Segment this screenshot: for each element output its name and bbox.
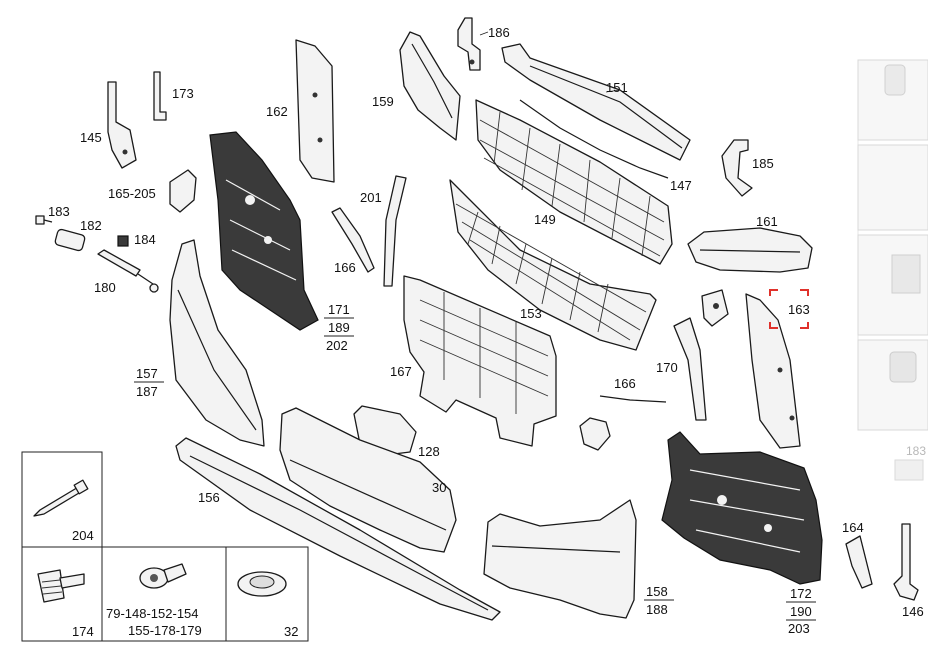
label-153: 153 [520,306,542,321]
label-165-205: 165-205 [108,186,156,201]
label-166-lower: 166 [614,376,636,391]
label-145: 145 [80,130,102,145]
label-162: 162 [266,104,288,119]
label-32: 32 [284,624,298,639]
part-161-trim[interactable] [687,227,813,273]
label-173: 173 [172,86,194,101]
label-187: 187 [136,384,158,399]
part-184-nut[interactable] [117,235,129,247]
part-173-clip[interactable] [153,71,167,121]
thumbnail-2[interactable] [857,144,928,231]
label-204: 204 [72,528,94,543]
label-189: 189 [328,320,350,335]
part-146-bracket[interactable] [893,523,919,601]
thumbnail-sidebar: 183 [857,59,928,481]
label-146: 146 [902,604,924,619]
part-166-wire-lower[interactable] [579,395,667,451]
part-163-side-piece[interactable] [745,293,801,449]
part-185-bracket[interactable] [721,139,753,197]
label-79-148-152-154: 79-148-152-154 [106,606,199,621]
part-30-bumper-center[interactable] [279,407,457,553]
label-190: 190 [790,604,812,619]
part-183-bolt[interactable] [35,215,53,225]
label-156: 156 [198,490,220,505]
label-188: 188 [646,602,668,617]
label-166-upper: 166 [334,260,356,275]
label-158: 158 [646,584,668,599]
part-186-bracket[interactable] [457,17,481,71]
label-174: 174 [72,624,94,639]
part-167-support[interactable] [403,275,557,447]
label-182: 182 [80,218,102,233]
part-clip-near-163[interactable] [701,289,729,327]
label-201: 201 [360,190,382,205]
hardware-box-174[interactable]: 174 [21,546,103,642]
label-157: 157 [136,366,158,381]
label-172: 172 [790,586,812,601]
part-171-frame[interactable] [209,131,319,331]
part-145-bracket[interactable] [107,81,137,169]
label-170: 170 [656,360,678,375]
part-157-bumper-side[interactable] [169,239,265,447]
label-151: 151 [606,80,628,95]
part-158-bumper-side[interactable] [483,499,637,619]
highlight-marker [769,289,809,329]
label-184: 184 [134,232,156,247]
label-155-178-179: 155-178-179 [128,623,202,638]
label-163: 163 [788,302,810,317]
part-165-205-bracket[interactable] [169,169,197,213]
hardware-box-32[interactable]: 32 [225,546,309,642]
label-30: 30 [432,480,446,495]
label-202: 202 [326,338,348,353]
part-147-seal[interactable] [519,99,669,179]
hardware-box-204[interactable]: 204 [21,451,103,548]
hardware-box-79-179[interactable]: 79-148-152-154 155-178-179 [101,546,227,642]
label-185: 185 [752,156,774,171]
part-170-strip[interactable] [673,317,707,421]
part-156-lower-strip[interactable] [175,437,501,621]
label-167: 167 [390,364,412,379]
part-149-grille[interactable] [475,99,673,265]
label-161: 161 [756,214,778,229]
label-186: 186 [488,25,510,40]
label-183: 183 [48,204,70,219]
part-159-trim[interactable] [399,31,461,141]
part-180-strut[interactable] [97,249,159,293]
label-147: 147 [670,178,692,193]
part-166-strip-upper[interactable] [331,207,375,273]
part-164-bracket[interactable] [845,535,873,589]
ghost-label-183: 183 [906,444,926,458]
label-171: 171 [328,302,350,317]
part-153-mesh[interactable] [449,179,657,351]
part-201-rod[interactable] [383,175,407,287]
label-180: 180 [94,280,116,295]
label-164: 164 [842,520,864,535]
part-162-panel[interactable] [295,39,335,183]
part-151-upper-strip[interactable] [501,43,691,161]
part-182-clip[interactable] [54,228,86,252]
part-172-bracket[interactable] [661,431,823,585]
label-128: 128 [418,444,440,459]
label-203: 203 [788,621,810,636]
label-149: 149 [534,212,556,227]
label-159: 159 [372,94,394,109]
